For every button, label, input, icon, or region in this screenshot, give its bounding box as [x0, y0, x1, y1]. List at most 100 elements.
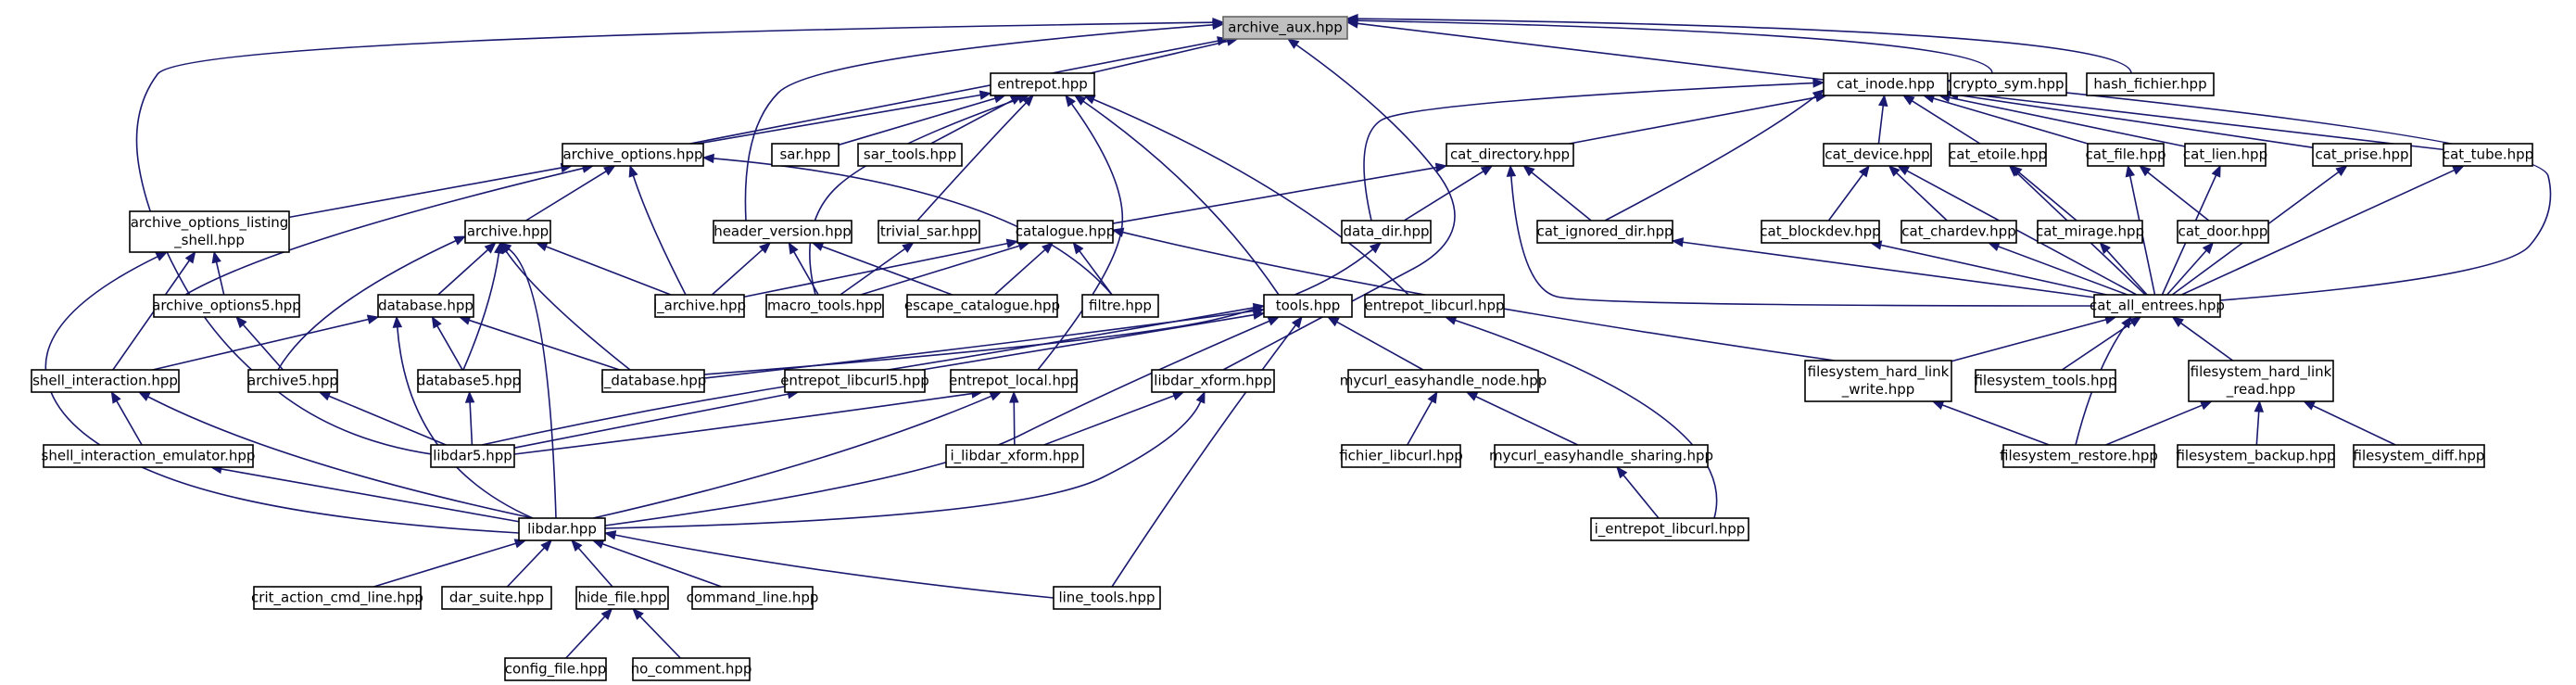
node-entrepot-libcurl[interactable]: entrepot_libcurl.hpp: [1364, 294, 1505, 318]
node-database[interactable]: database.hpp: [377, 294, 474, 318]
edge-line_tools-to-libdar: [603, 530, 1054, 599]
node-trivial-sar[interactable]: trivial_sar.hpp: [878, 220, 980, 244]
edge-line: [993, 248, 1046, 296]
node-hide-file[interactable]: hide_file.hpp: [575, 586, 669, 610]
edge-cat_all_entrees-to-cat_ignored_dir: [1671, 237, 2095, 298]
node-data-dir[interactable]: data_dir.hpp: [1341, 220, 1432, 244]
node-i-entrepot-libcurl[interactable]: i_entrepot_libcurl.hpp: [1590, 517, 1749, 541]
node-catalogue[interactable]: catalogue.hpp: [1016, 220, 1115, 244]
node-shell-interaction[interactable]: shell_interaction.hpp: [31, 369, 180, 393]
node-box: [417, 369, 521, 393]
arrowhead-icon: [1009, 390, 1019, 403]
node-filesystem-diff[interactable]: filesystem_diff.hpp: [2353, 444, 2485, 468]
node-crypto-sym[interactable]: crypto_sym.hpp: [1950, 72, 2067, 96]
node-i-database[interactable]: i_database.hpp: [600, 369, 707, 393]
node-libdar[interactable]: libdar.hpp: [518, 517, 606, 541]
node-libdar-xform[interactable]: libdar_xform.hpp: [1151, 369, 1275, 393]
node-filtre[interactable]: filtre.hpp: [1081, 294, 1159, 318]
edge-mycurl_easyhandle_node-to-tools: [1326, 316, 1424, 371]
arrowhead-icon: [235, 316, 247, 329]
node-sar-tools[interactable]: sar_tools.hpp: [857, 143, 963, 167]
node-archive-options-listing-shell[interactable]: archive_options_listing_shell.hpp: [129, 210, 290, 253]
node-macro-tools[interactable]: macro_tools.hpp: [765, 294, 884, 318]
node-mycurl-easyhandle-sharing[interactable]: mycurl_easyhandle_sharing.hpp: [1489, 444, 1713, 468]
node-box: [601, 369, 705, 393]
node-cat-chardev[interactable]: cat_chardev.hpp: [1900, 220, 2017, 244]
edge-cat_ignored_dir-to-cat_inode: [1604, 89, 1825, 222]
node-cat-door[interactable]: cat_door.hpp: [2177, 220, 2269, 244]
node-cat-tube[interactable]: cat_tube.hpp: [2443, 143, 2533, 167]
arrowhead-icon: [701, 153, 714, 164]
arrowhead-icon: [1434, 162, 1448, 173]
edge-archive5-to-archive_options5: [235, 316, 284, 371]
edge-macro_tools-to-catalogue: [860, 241, 1030, 296]
node-archive-aux[interactable]: archive_aux.hpp: [1222, 16, 1348, 40]
edge-libdar-to-libdar_xform: [604, 390, 1206, 529]
node-cat-device[interactable]: cat_device.hpp: [1823, 143, 1932, 167]
node-cat-inode[interactable]: cat_inode.hpp: [1823, 72, 1949, 96]
node-filesystem-restore[interactable]: filesystem_restore.hpp: [2000, 444, 2158, 468]
node-archive[interactable]: archive.hpp: [464, 220, 551, 244]
node-header-version[interactable]: header_version.hpp: [713, 220, 852, 244]
node-cat-blockdev[interactable]: cat_blockdev.hpp: [1760, 220, 1881, 244]
node-dar-suite[interactable]: dar_suite.hpp: [441, 586, 552, 610]
node-cat-all-entrees[interactable]: cat_all_entrees.hpp: [2090, 294, 2225, 318]
edge-line: [1531, 171, 1592, 222]
node-hash-fichier[interactable]: hash_fichier.hpp: [2086, 72, 2215, 96]
node-shell-interaction-emulator[interactable]: shell_interaction_emulator.hpp: [42, 444, 256, 468]
node-archive-options5[interactable]: archive_options5.hpp: [152, 294, 301, 318]
node-mycurl-easyhandle-node[interactable]: mycurl_easyhandle_node.hpp: [1340, 369, 1547, 393]
node-sar[interactable]: sar.hpp: [771, 143, 840, 167]
edge-cat_blockdev-to-cat_device: [1827, 164, 1870, 222]
node-fichier-libcurl[interactable]: fichier_libcurl.hpp: [1339, 444, 1463, 468]
arrowhead-icon: [2335, 165, 2348, 177]
node-libdar5[interactable]: libdar5.hpp: [430, 444, 515, 468]
node-escape-catalogue[interactable]: escape_catalogue.hpp: [904, 294, 1060, 318]
node-label: cat_chardev.hpp: [1901, 223, 2015, 241]
node-line-tools[interactable]: line_tools.hpp: [1053, 586, 1161, 610]
arrowhead-icon: [137, 391, 151, 401]
node-cat-mirage[interactable]: cat_mirage.hpp: [2036, 220, 2144, 244]
node-label: archive_options.hpp: [562, 146, 702, 164]
node-i-libdar-xform[interactable]: i_libdar_xform.hpp: [945, 444, 1084, 468]
node-box: [1900, 220, 2017, 244]
node-label: cat_etoile.hpp: [1949, 146, 2047, 164]
node-cat-file[interactable]: cat_file.hpp: [2086, 143, 2166, 167]
node-archive5[interactable]: archive5.hpp: [247, 369, 338, 393]
node-config-file[interactable]: config_file.hpp: [504, 657, 607, 681]
node-no-comment[interactable]: no_comment.hpp: [631, 657, 752, 681]
edge-archive_options-to-archive_aux: [689, 36, 1230, 145]
node-cat-directory[interactable]: cat_directory.hpp: [1446, 143, 1574, 167]
node-entrepot[interactable]: entrepot.hpp: [990, 72, 1095, 96]
node-filesystem-hard-link-read[interactable]: filesystem_hard_link_read.hpp: [2188, 360, 2334, 402]
node-crit-action-cmd-line[interactable]: crit_action_cmd_line.hpp: [251, 586, 423, 610]
node-database5[interactable]: database5.hpp: [417, 369, 521, 393]
edge-line: [2312, 404, 2396, 446]
node-box: [713, 220, 852, 244]
edge-line: [1827, 173, 1864, 222]
node-entrepot-libcurl5[interactable]: entrepot_libcurl5.hpp: [780, 369, 929, 393]
node-cat-lien[interactable]: cat_lien.hpp: [2183, 143, 2267, 167]
node-filesystem-tools[interactable]: filesystem_tools.hpp: [1974, 369, 2117, 393]
node-archive-options[interactable]: archive_options.hpp: [562, 143, 704, 167]
node-box: [632, 657, 751, 681]
edge-cat_all_entrees-to-cat_tube: [2180, 165, 2465, 296]
node-cat-etoile[interactable]: cat_etoile.hpp: [1949, 143, 2047, 167]
node-filesystem-backup[interactable]: filesystem_backup.hpp: [2176, 444, 2336, 468]
node-command-line[interactable]: command_line.hpp: [687, 586, 819, 610]
node-filesystem-hard-link-write[interactable]: filesystem_hard_link_write.hpp: [1804, 360, 1952, 402]
arrowhead-icon: [110, 390, 121, 404]
edge-line: [436, 325, 463, 371]
node-entrepot-local[interactable]: entrepot_local.hpp: [949, 369, 1079, 393]
node-box: [253, 586, 422, 610]
edge-line: [1336, 321, 1424, 371]
node-tools[interactable]: tools.hpp: [1263, 294, 1353, 318]
node-cat-ignored-dir[interactable]: cat_ignored_dir.hpp: [1536, 220, 1673, 244]
edge-line: [112, 260, 190, 371]
edge-i_archive-to-header_version: [711, 242, 772, 296]
node-cat-prise[interactable]: cat_prise.hpp: [2312, 143, 2412, 167]
node-box: [43, 444, 254, 468]
node-i-archive[interactable]: i_archive.hpp: [653, 294, 746, 318]
arrowhead-icon: [2452, 165, 2465, 175]
edge-libdar-to-entrepot_local: [592, 391, 1003, 519]
